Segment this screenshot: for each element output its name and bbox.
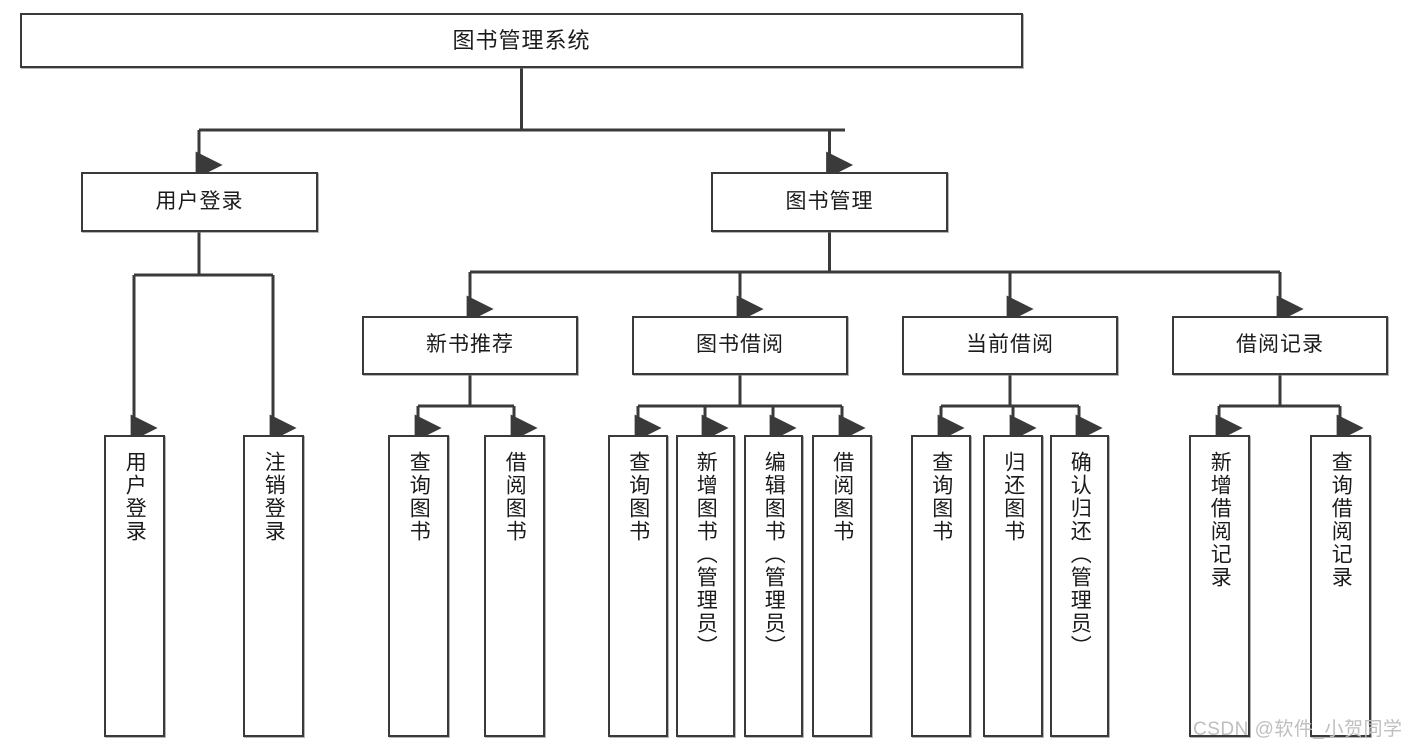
node-label: 借阅图书 xyxy=(830,451,854,543)
leaf-user-login[interactable]: 用户登录 xyxy=(104,435,165,737)
node-label: 用户登录 xyxy=(123,451,147,543)
node-current-borrow[interactable]: 当前借阅 xyxy=(902,316,1118,375)
node-label: 查询借阅记录 xyxy=(1329,451,1353,589)
node-label: 图书借阅 xyxy=(696,333,784,357)
node-label: 查询图书 xyxy=(929,451,953,543)
leaf-query-book-1[interactable]: 查询图书 xyxy=(388,435,449,737)
node-book-borrow[interactable]: 图书借阅 xyxy=(632,316,848,375)
csdn-watermark: CSDN @软件_小贺同学 xyxy=(1193,719,1403,740)
node-label: 图书管理系统 xyxy=(452,27,591,53)
node-user-login[interactable]: 用户登录 xyxy=(81,172,318,232)
leaf-borrow-book-1[interactable]: 借阅图书 xyxy=(484,435,545,737)
node-book-management[interactable]: 图书管理 xyxy=(711,172,948,232)
node-root-system[interactable]: 图书管理系统 xyxy=(20,13,1023,68)
leaf-add-book-admin[interactable]: 新增图书（管理员） xyxy=(676,435,735,737)
node-label: 注销登录 xyxy=(262,451,286,543)
leaf-query-book-3[interactable]: 查询图书 xyxy=(911,435,971,737)
node-label: 新增图书（管理员） xyxy=(694,451,718,658)
node-label: 借阅记录 xyxy=(1236,333,1324,357)
node-label: 当前借阅 xyxy=(966,333,1054,357)
leaf-edit-book-admin[interactable]: 编辑图书（管理员） xyxy=(744,435,803,737)
node-label: 查询图书 xyxy=(626,451,650,543)
node-label: 确认归还（管理员） xyxy=(1068,451,1092,658)
leaf-borrow-book-2[interactable]: 借阅图书 xyxy=(812,435,872,737)
node-label: 借阅图书 xyxy=(503,451,527,543)
node-label: 用户登录 xyxy=(155,189,244,213)
node-borrow-record[interactable]: 借阅记录 xyxy=(1172,316,1388,375)
leaf-add-borrow-record[interactable]: 新增借阅记录 xyxy=(1189,435,1250,737)
node-new-book-recommend[interactable]: 新书推荐 xyxy=(362,316,578,375)
node-label: 新增借阅记录 xyxy=(1208,451,1232,589)
leaf-logout[interactable]: 注销登录 xyxy=(243,435,304,737)
node-label: 新书推荐 xyxy=(426,333,514,357)
leaf-return-book[interactable]: 归还图书 xyxy=(983,435,1043,737)
leaf-query-book-2[interactable]: 查询图书 xyxy=(608,435,668,737)
leaf-query-borrow-record[interactable]: 查询借阅记录 xyxy=(1310,435,1371,737)
node-label: 图书管理 xyxy=(785,189,874,213)
node-label: 查询图书 xyxy=(407,451,431,543)
node-label: 归还图书 xyxy=(1001,451,1025,543)
leaf-confirm-return-admin[interactable]: 确认归还（管理员） xyxy=(1050,435,1109,737)
node-label: 编辑图书（管理员） xyxy=(762,451,786,658)
